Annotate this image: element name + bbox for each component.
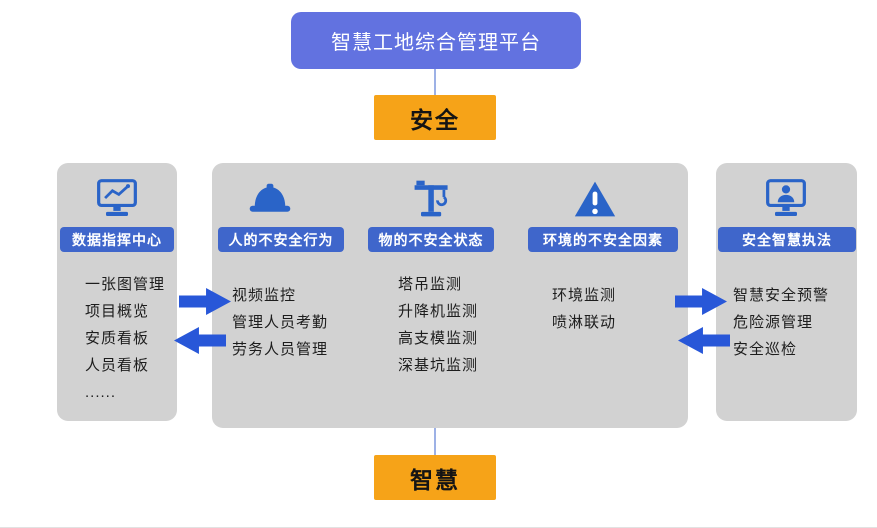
- list-item: 安全巡检: [733, 341, 798, 358]
- tower-crane-icon: [410, 176, 454, 222]
- unsafe-human-behavior-items: 视频监控 管理人员考勤 劳务人员管理: [232, 282, 328, 363]
- list-item: 劳务人员管理: [232, 341, 329, 358]
- list-item: 危险源管理: [733, 314, 814, 331]
- list-item: 人员看板: [85, 357, 150, 374]
- unsafe-object-state-items: 塔吊监测 升降机监测 高支模监测 深基坑监测: [398, 271, 478, 379]
- data-command-items: 一张图管理 项目概览 安质看板 人员看板 ......: [85, 271, 165, 406]
- list-item: ......: [85, 384, 117, 401]
- list-item: 升降机监测: [398, 303, 479, 320]
- safety-helmet-icon: [248, 176, 292, 222]
- smart-tag-label: 智慧: [410, 466, 460, 493]
- badge-label: 人的不安全行为: [228, 231, 334, 248]
- list-item: 塔吊监测: [398, 276, 463, 293]
- badge-safety-smart-enforcement: 安全智慧执法: [718, 227, 856, 252]
- safety-tag-label: 安全: [410, 106, 460, 133]
- list-item: 一张图管理: [85, 276, 166, 293]
- badge-label: 数据指挥中心: [72, 231, 162, 248]
- platform-title: 智慧工地综合管理平台: [331, 32, 541, 54]
- list-item: 深基坑监测: [398, 357, 479, 374]
- unsafe-environment-items: 环境监测 喷淋联动: [552, 282, 616, 336]
- smart-enforcement-monitor-icon: [764, 176, 808, 222]
- smart-enforcement-items: 智慧安全预警 危险源管理 安全巡检: [733, 282, 829, 363]
- monitor-chart-icon: [95, 176, 139, 222]
- badge-unsafe-object-state: 物的不安全状态: [368, 227, 494, 252]
- connector-top: [434, 69, 436, 95]
- safety-tag-box: 安全: [374, 95, 496, 140]
- platform-title-box: 智慧工地综合管理平台: [291, 12, 581, 69]
- list-item: 智慧安全预警: [733, 287, 830, 304]
- list-item: 视频监控: [232, 287, 297, 304]
- list-item: 安质看板: [85, 330, 150, 347]
- list-item: 环境监测: [552, 287, 617, 304]
- badge-data-command-center: 数据指挥中心: [60, 227, 174, 252]
- badge-label: 环境的不安全因素: [543, 231, 663, 248]
- warning-triangle-icon: [573, 176, 617, 222]
- badge-unsafe-environment-factors: 环境的不安全因素: [528, 227, 678, 252]
- smart-tag-box: 智慧: [374, 455, 496, 500]
- list-item: 喷淋联动: [552, 314, 617, 331]
- list-item: 高支模监测: [398, 330, 479, 347]
- list-item: 管理人员考勤: [232, 314, 329, 331]
- badge-label: 安全智慧执法: [742, 231, 832, 248]
- badge-label: 物的不安全状态: [378, 231, 484, 248]
- list-item: 项目概览: [85, 303, 150, 320]
- connector-bottom: [434, 428, 436, 456]
- badge-unsafe-human-behavior: 人的不安全行为: [218, 227, 344, 252]
